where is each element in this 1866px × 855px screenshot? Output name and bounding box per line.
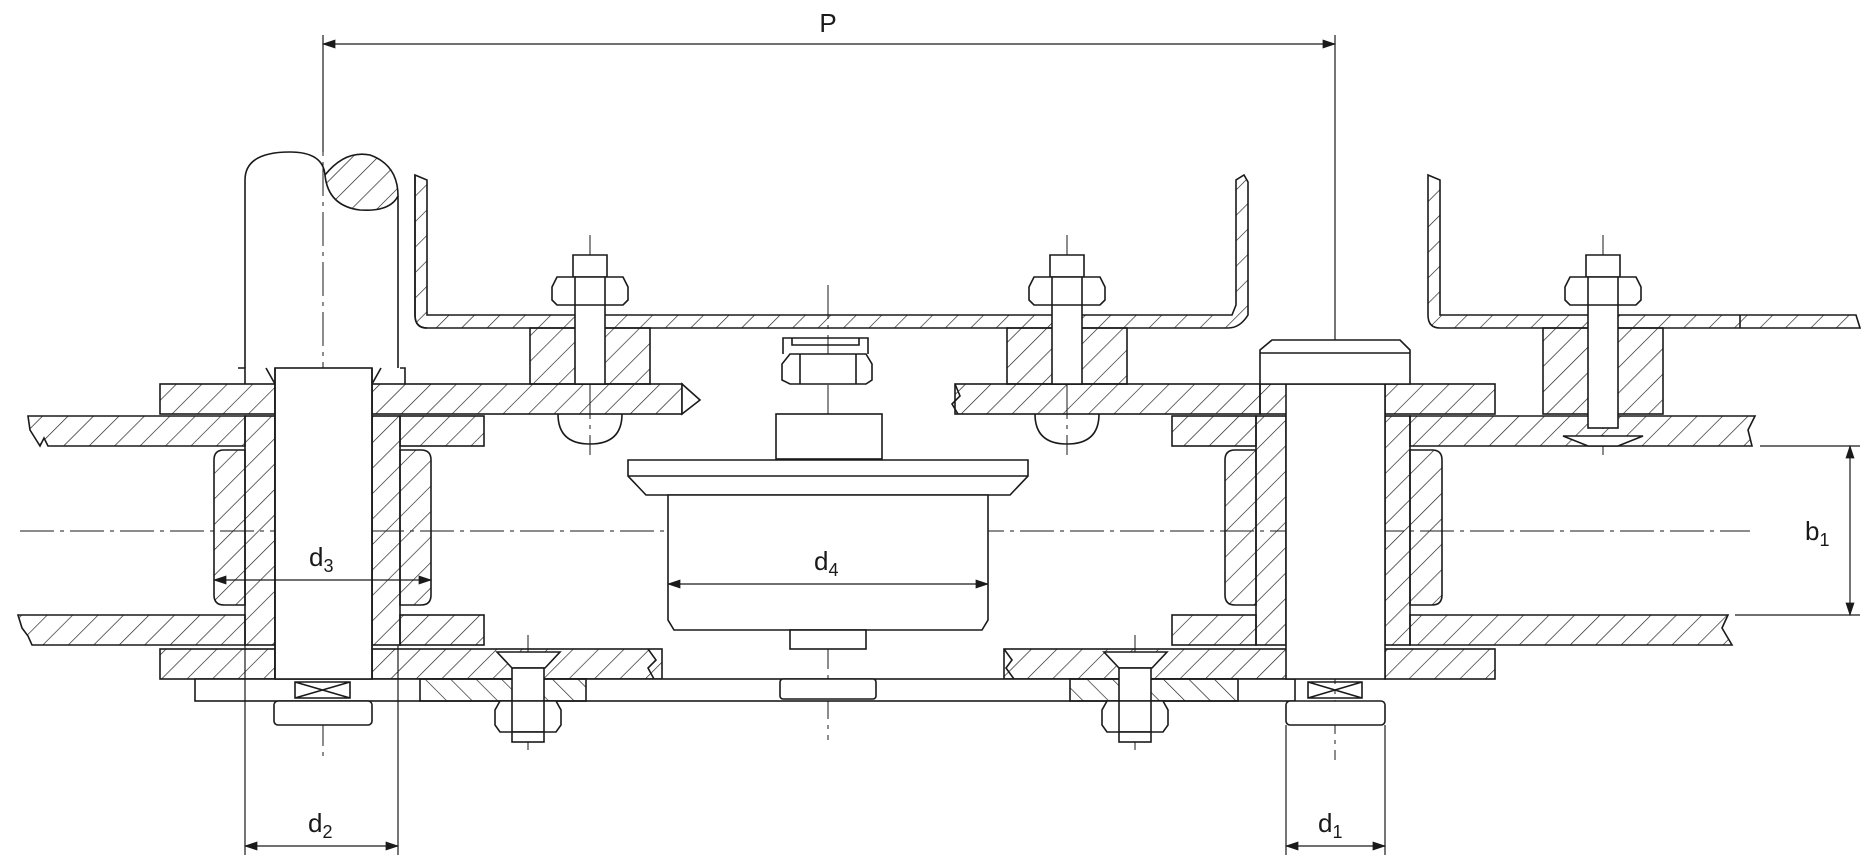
dimension-lines [212, 35, 1860, 855]
dim-label-d4: d4 [814, 546, 838, 580]
left-flight-angle [414, 173, 1249, 329]
upper-side-bar [27, 415, 1757, 448]
bottom-bolt-left [494, 651, 562, 743]
left-roller [213, 449, 432, 606]
top-bolt-middle [1006, 254, 1128, 445]
bottom-bolt-right [1101, 651, 1169, 743]
top-bolt-left [529, 254, 651, 445]
dim-label-d2: d2 [308, 808, 332, 842]
right-roller [1224, 449, 1443, 606]
center-nut [781, 337, 873, 385]
dim-label-b1: b1 [1805, 516, 1829, 550]
dim-label-d3: d3 [309, 542, 333, 576]
right-bushing [1255, 415, 1411, 646]
right-pin [1259, 339, 1411, 726]
left-attachment-rod [244, 151, 399, 368]
upper-cross-plate [159, 382, 1496, 416]
left-pin [238, 367, 406, 726]
left-bushing [244, 415, 401, 646]
dim-label-p: P [819, 8, 836, 38]
right-flight-angle [1427, 173, 1862, 329]
dim-label-d1: d1 [1318, 808, 1342, 842]
top-bolt-right [1542, 254, 1664, 447]
center-roller [627, 413, 1029, 700]
